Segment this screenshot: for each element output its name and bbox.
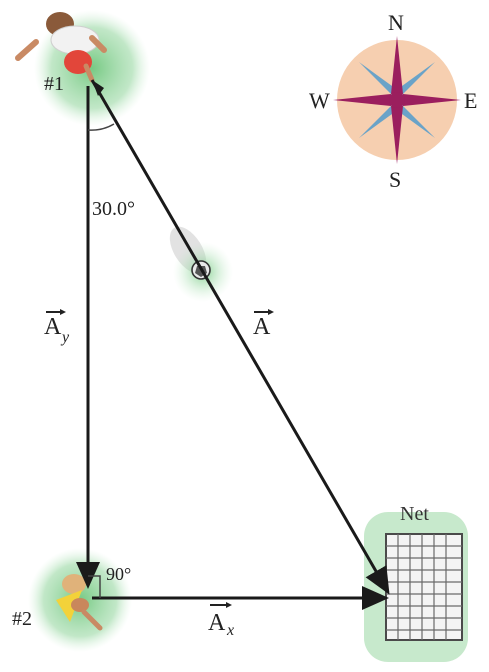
player-2-figure [56, 574, 103, 631]
vector-ay-letter: A [44, 314, 62, 340]
compass-north: N [388, 10, 404, 35]
vector-ax-label: A x [208, 602, 234, 639]
player-1-figure [15, 12, 107, 83]
goal-net: Net [364, 503, 468, 662]
vector-ay-label: A y [44, 309, 70, 346]
vector-labels: A y A A x [44, 309, 274, 639]
angle-arc-top [87, 123, 115, 131]
angle-marks: 30.0° 90° [87, 123, 135, 598]
vector-ax-letter: A [208, 610, 226, 636]
vector-ay-subscript: y [60, 329, 70, 346]
compass-rose: N S W E [309, 10, 477, 192]
angle-top-label: 30.0° [92, 198, 135, 220]
right-angle-mark [88, 575, 101, 598]
net-label: Net [400, 503, 429, 525]
player-1-label: #1 [44, 73, 64, 95]
compass-east: E [464, 88, 477, 113]
compass-south: S [389, 167, 401, 192]
player-1: #1 [15, 10, 150, 126]
vector-a-line [90, 79, 390, 595]
vector-a-label: A [253, 309, 274, 340]
net-frame [385, 533, 463, 641]
vector-a-letter: A [253, 314, 271, 340]
net-mesh [386, 534, 462, 640]
angle-right-label: 90° [106, 564, 131, 584]
player-2: #2 [12, 548, 132, 652]
player-2-label: #2 [12, 608, 32, 630]
vector-ax-subscript: x [226, 622, 234, 639]
vector-lines [76, 79, 390, 610]
vector-a-tail-marker [92, 80, 104, 96]
compass-main-points [333, 36, 461, 164]
compass-west: W [309, 88, 330, 113]
